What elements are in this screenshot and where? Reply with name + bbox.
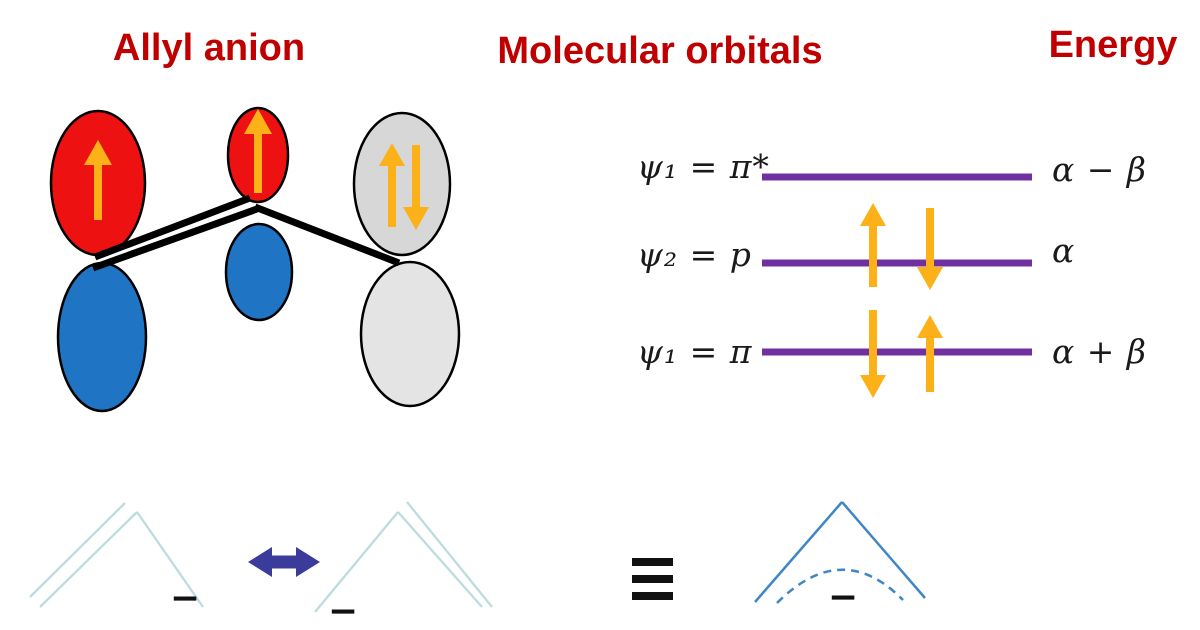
electron-up-arrow-icon — [244, 109, 272, 193]
resonance-structures-row — [29, 501, 926, 613]
delocalized-pi-dashed-arc — [776, 568, 904, 604]
p-orbital-lobe-left-bottom — [56, 261, 148, 413]
p-orbital-lobe-right-top — [352, 111, 452, 257]
single-bond-line — [253, 203, 401, 267]
electron-up-arrow-icon — [379, 143, 405, 227]
p-orbital-lobe-center-bottom — [224, 222, 294, 322]
energy-label-alpha-minus-beta: α − β — [1052, 150, 1147, 189]
energy-label-alpha: α — [1052, 231, 1076, 270]
p-orbital-lobe-right-bottom — [359, 260, 461, 408]
negative-charge-right: − — [327, 591, 359, 630]
negative-charge-left: − — [169, 578, 201, 619]
double-bond-line — [91, 205, 259, 272]
electron-up-arrow-icon — [84, 140, 112, 220]
negative-charge-delocalized: − — [827, 577, 859, 618]
electron-up-arrow-icon — [917, 315, 943, 392]
electron-down-arrow-icon — [860, 310, 886, 398]
double-bond-line — [93, 194, 252, 261]
electron-down-arrow-icon — [403, 145, 429, 230]
electron-up-arrow-icon — [860, 203, 886, 287]
mo-label-pi: ψ₁ = π — [637, 332, 753, 371]
delocalized-structure — [754, 501, 926, 604]
resonance-arrow-icon — [248, 547, 320, 577]
resonance-structure-right — [314, 501, 493, 613]
energy-label-alpha-plus-beta: α + β — [1052, 332, 1147, 371]
allyl-anion-orbital-diagram — [49, 106, 461, 413]
mo-label-pi-star: ψ₁ = π* — [637, 147, 770, 186]
electron-down-arrow-icon — [917, 208, 943, 290]
title-energy: Energy — [1048, 24, 1178, 66]
title-molecular-orbitals: Molecular orbitals — [497, 30, 823, 72]
title-allyl-anion: Allyl anion — [112, 27, 306, 69]
resonance-structure-left — [29, 502, 204, 608]
equivalence-sign-icon — [632, 558, 673, 600]
mo-energy-level-diagram — [762, 173, 1032, 398]
mo-label-p: ψ₂ = p — [637, 235, 752, 274]
